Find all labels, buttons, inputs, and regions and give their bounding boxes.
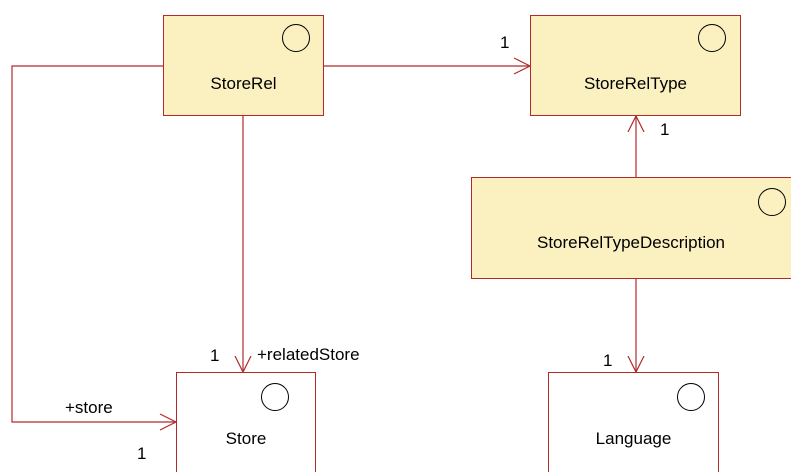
entity-storerel-label: StoreRel (210, 74, 277, 93)
role-relatedstore: +relatedStore (257, 345, 360, 364)
entity-circle-icon (282, 24, 310, 52)
entity-circle-icon (261, 383, 289, 411)
multiplicity-store: 1 (137, 444, 147, 463)
entity-language[interactable]: Language (548, 372, 719, 472)
entity-circle-icon (677, 383, 705, 411)
entity-storerel[interactable]: StoreRel (163, 15, 324, 116)
entity-storereltypedescription-label: StoreRelTypeDescription (536, 233, 726, 252)
arrowhead-storereltype-up (627, 114, 645, 133)
entity-storereltypedescription[interactable]: StoreRelTypeDescription (471, 177, 791, 279)
entity-language-label: Language (595, 429, 672, 448)
role-store: +store (65, 398, 113, 417)
association-storerel-to-store (11, 65, 176, 423)
entity-circle-icon (758, 188, 786, 216)
entity-store-label: Store (225, 429, 267, 448)
multiplicity-language: 1 (603, 351, 613, 370)
entity-store[interactable]: Store (176, 372, 316, 472)
multiplicity-storereltype-below: 1 (660, 120, 670, 139)
entity-storereltype[interactable]: StoreRelType (530, 15, 741, 116)
multiplicity-relatedstore: 1 (210, 346, 220, 365)
entity-circle-icon (698, 24, 726, 52)
entity-storereltype-label: StoreRelType (584, 74, 687, 93)
multiplicity-storereltype-left: 1 (500, 33, 510, 52)
